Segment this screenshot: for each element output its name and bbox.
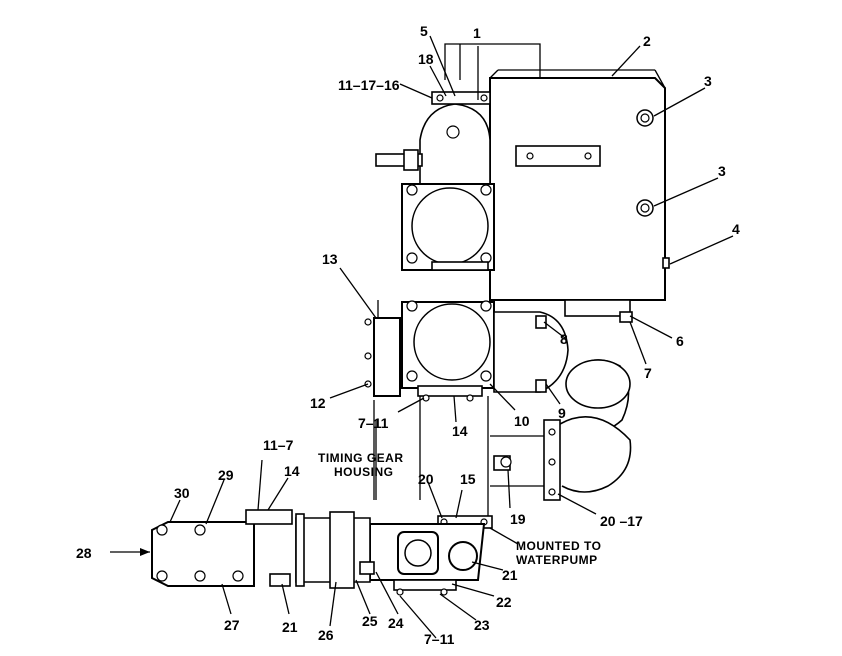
callout-26: 26	[318, 627, 334, 643]
callout-7-11a: 7–11	[358, 415, 389, 431]
mounted-note-line2: WATERPUMP	[516, 553, 598, 567]
callout-11-17-16: 11–17–16	[338, 77, 400, 93]
callout-12: 12	[310, 395, 326, 411]
callout-11-7: 11–7	[263, 437, 294, 453]
callout-18: 18	[418, 51, 434, 67]
callout-20: 20	[418, 471, 434, 487]
callout-6: 6	[676, 333, 684, 349]
callout-1: 1	[473, 25, 481, 41]
upper-elbow	[375, 91, 495, 271]
mounted-note-line1: MOUNTED TO	[516, 539, 601, 553]
callouts: 1 2 3 3 4 5 18 11–17–16 6 7 8 9 10 13 12…	[76, 23, 740, 647]
callout-21a: 21	[502, 567, 518, 583]
callout-29: 29	[218, 467, 234, 483]
callout-3b: 3	[718, 163, 726, 179]
callout-4: 4	[732, 221, 740, 237]
callout-15: 15	[460, 471, 476, 487]
callout-5: 5	[420, 23, 428, 39]
callout-2: 2	[643, 33, 651, 49]
timing-gear-note-line2: HOUSING	[334, 465, 394, 479]
callout-14a: 14	[452, 423, 468, 439]
callout-10: 10	[514, 413, 530, 429]
callout-9: 9	[558, 405, 566, 421]
callout-30: 30	[174, 485, 190, 501]
callout-19: 19	[510, 511, 526, 527]
callout-20-17: 20 –17	[600, 513, 643, 529]
vertical-section	[373, 396, 512, 520]
callout-25: 25	[362, 613, 378, 629]
leader-lines	[110, 35, 734, 639]
callout-22: 22	[496, 594, 512, 610]
callout-28: 28	[76, 545, 92, 561]
callout-13: 13	[322, 251, 338, 267]
top-duct	[444, 43, 541, 80]
callout-7-11b: 7–11	[424, 631, 455, 647]
callout-8: 8	[560, 331, 568, 347]
middle-flange	[364, 300, 495, 402]
callout-23: 23	[474, 617, 490, 633]
elbow-pipe	[490, 311, 632, 501]
callout-3a: 3	[704, 73, 712, 89]
callout-7: 7	[644, 365, 652, 381]
callout-27: 27	[224, 617, 240, 633]
timing-gear-note-line1: TIMING GEAR	[318, 451, 404, 465]
lower-pipe-assembly	[151, 509, 493, 596]
callout-21b: 21	[282, 619, 298, 635]
callout-14b: 14	[284, 463, 300, 479]
notes: TIMING GEAR HOUSING MOUNTED TO WATERPUMP	[318, 451, 601, 567]
callout-24: 24	[388, 615, 404, 631]
main-housing	[489, 69, 670, 323]
